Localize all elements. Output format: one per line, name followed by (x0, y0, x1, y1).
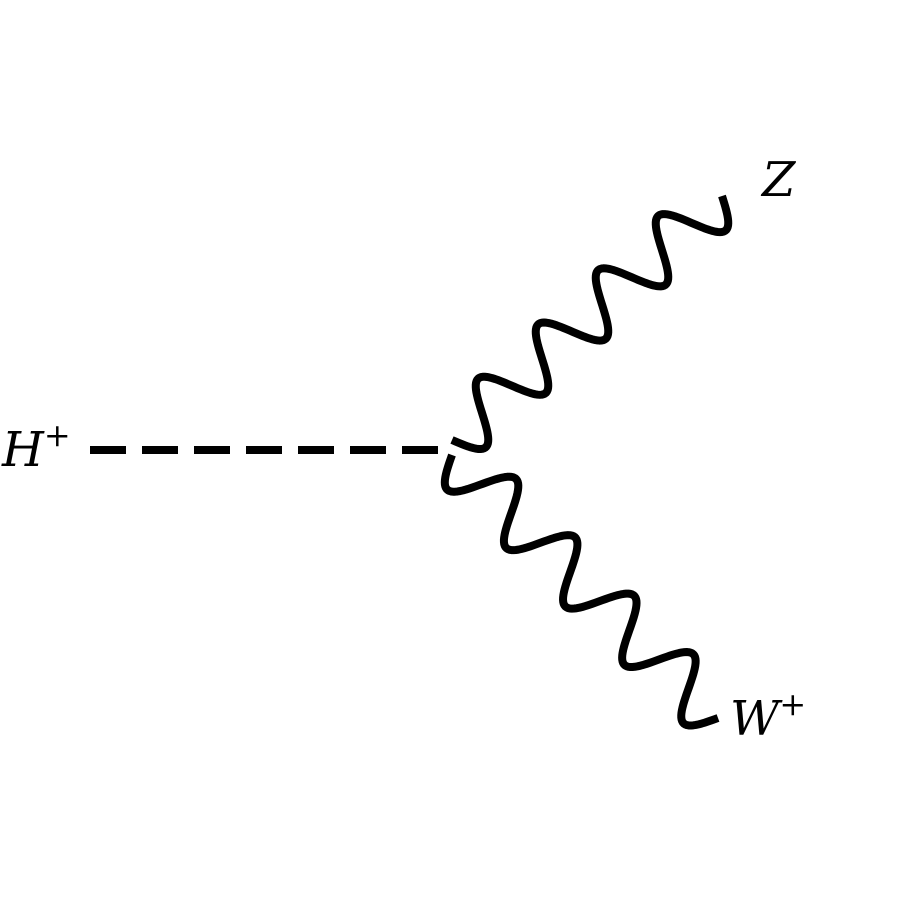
z-boson-wavy-line (450, 194, 733, 454)
z-boson-label: Z (760, 152, 797, 208)
w-boson-label: W+ (730, 685, 806, 747)
higgs-label: H+ (1, 416, 71, 478)
w-boson-wavy-line (440, 453, 720, 730)
